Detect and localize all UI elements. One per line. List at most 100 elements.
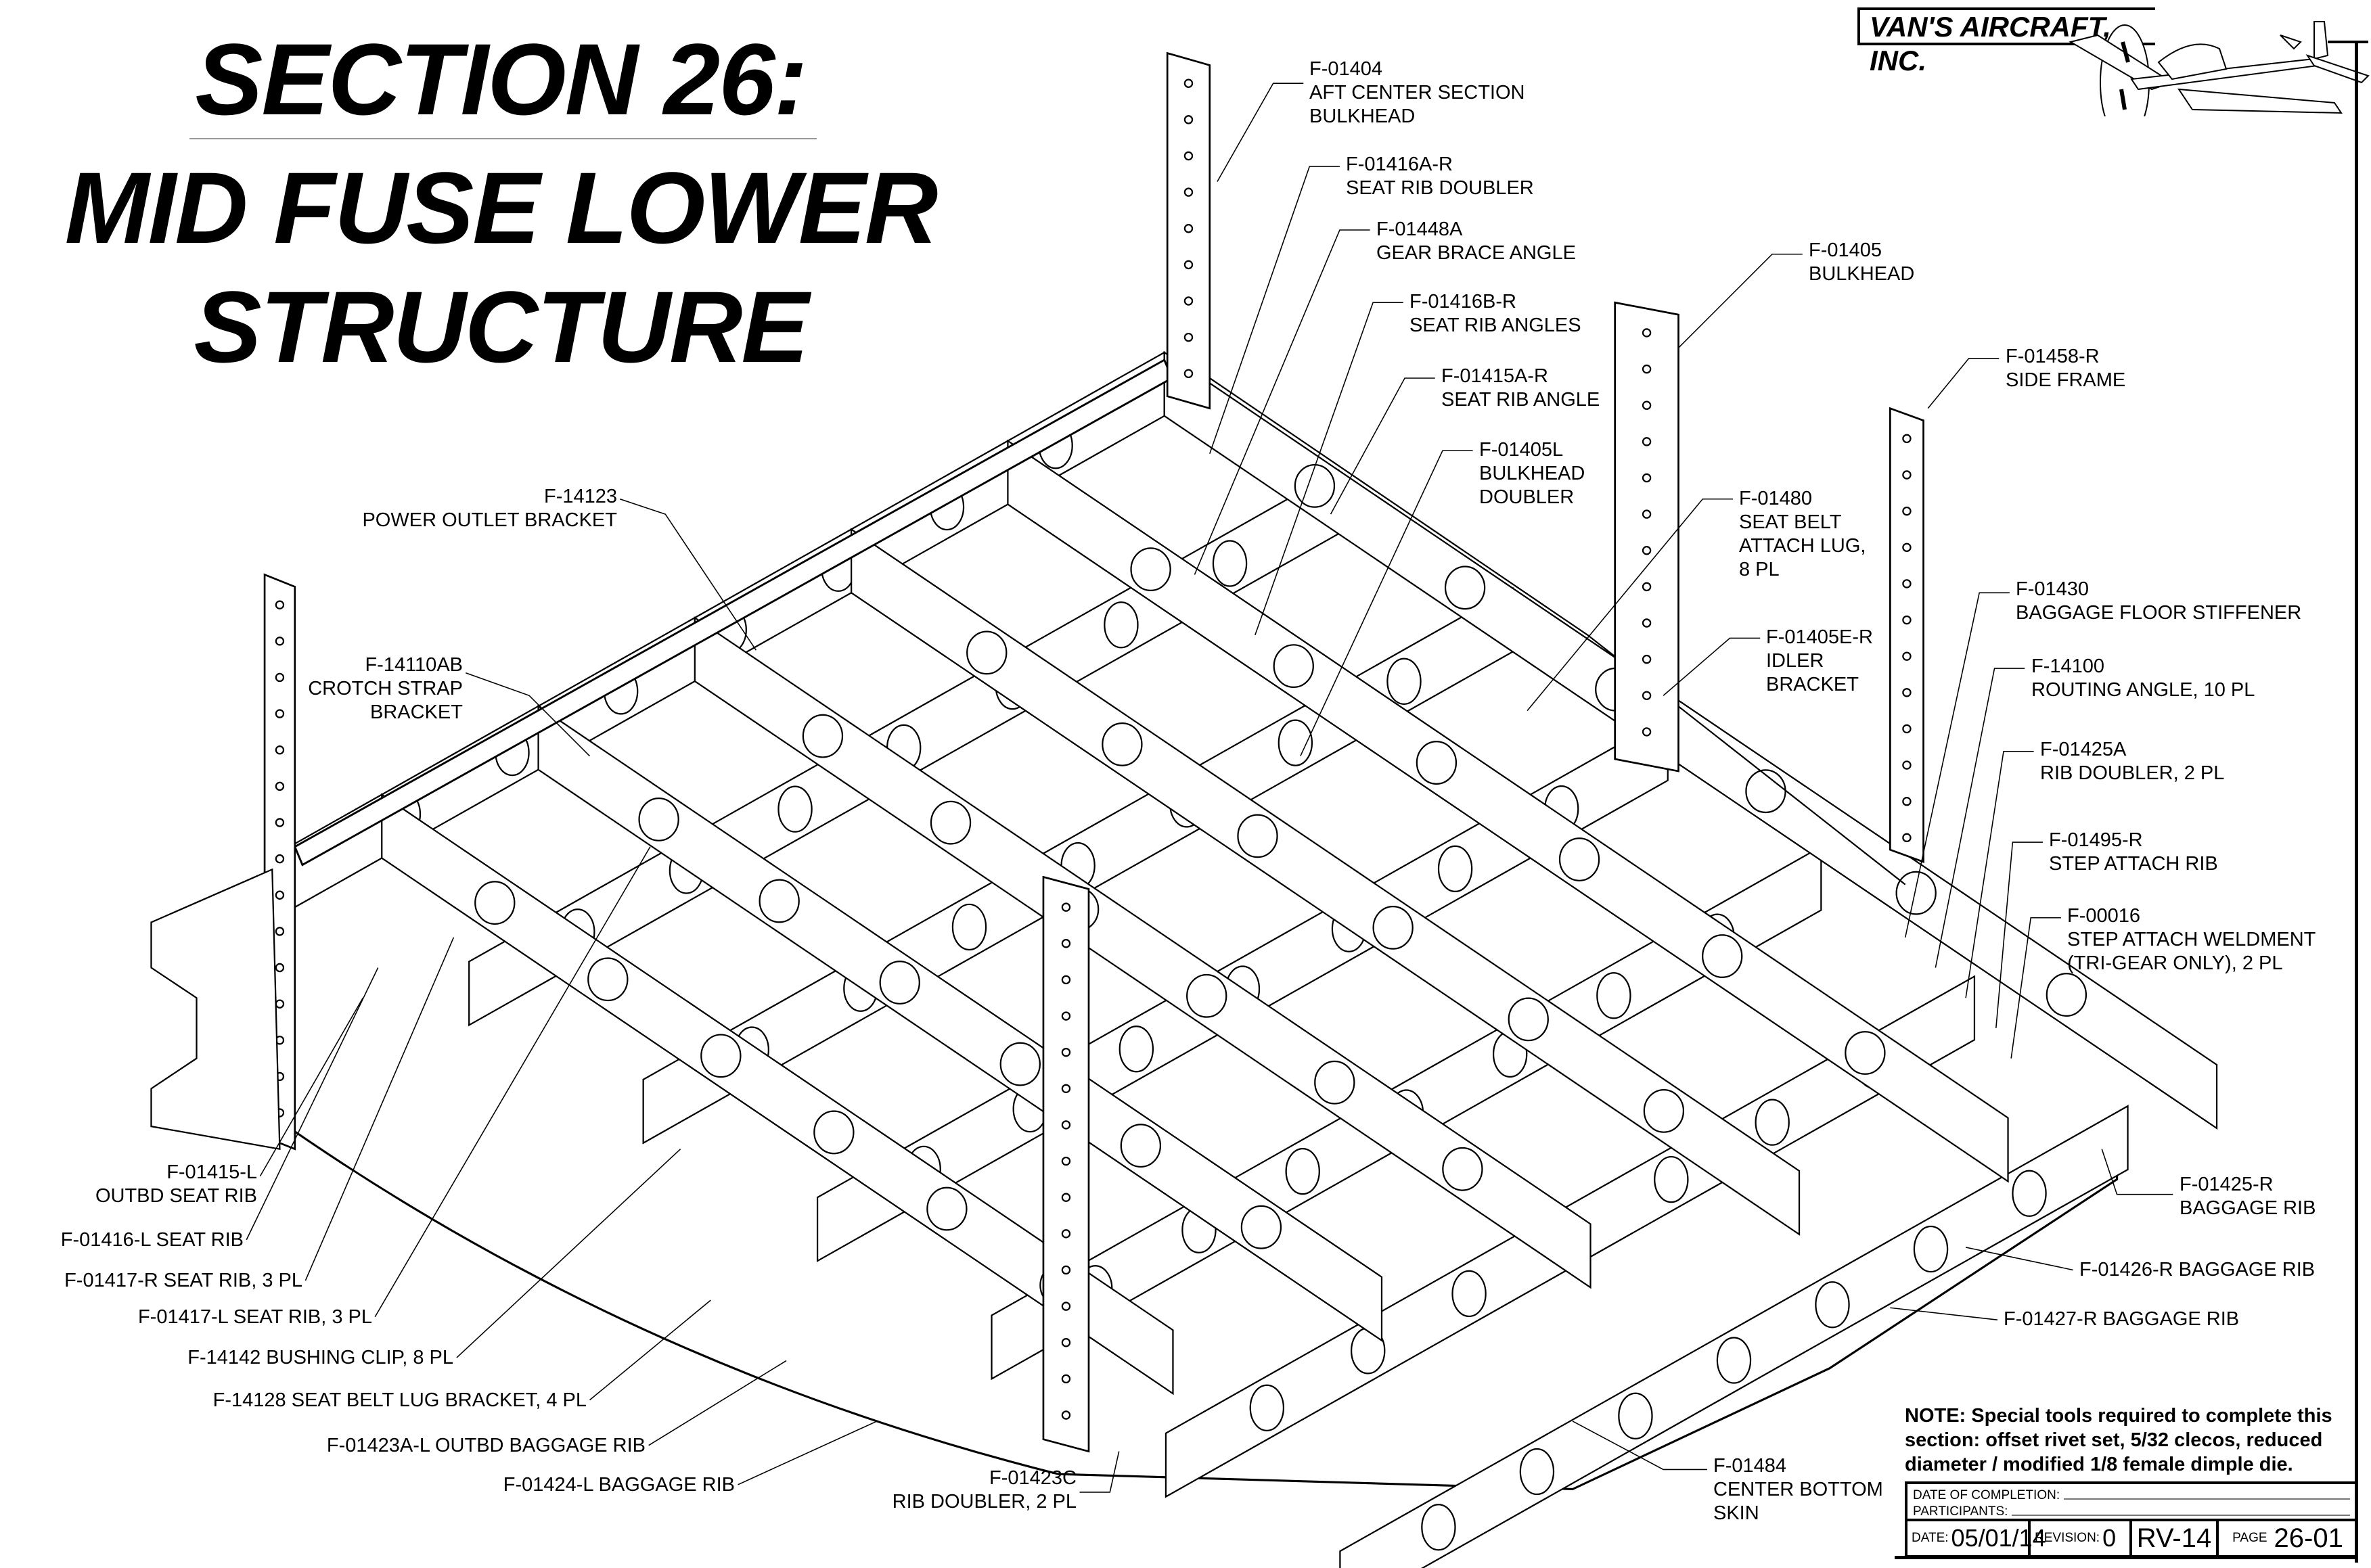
lightening-hole	[1273, 644, 1314, 689]
callout-line: SEAT RIB ANGLE	[1441, 389, 1600, 411]
callout-line: F-01405	[1809, 239, 1882, 261]
title-line-1: SECTION 26:	[195, 22, 807, 136]
callout-line: RIB DOUBLER, 2 PL	[892, 1491, 1077, 1513]
callout-line: CENTER BOTTOM	[1713, 1479, 1883, 1500]
callout-line: F-01425-R	[2180, 1174, 2274, 1195]
lightening-hole	[1442, 1147, 1483, 1191]
post-hole	[1183, 224, 1194, 233]
post-hole	[1642, 437, 1652, 446]
callout-line: 8 PL	[1739, 559, 1780, 580]
lightening-hole	[1845, 1031, 1886, 1075]
callout-line: SKIN	[1713, 1502, 1759, 1524]
note-line: NOTE: Special tools required to complete…	[1905, 1405, 2332, 1427]
lightening-hole	[474, 881, 516, 925]
callout-f01417l: F-01417-L SEAT RIB, 3 PL	[138, 1306, 372, 1329]
post-hole	[1642, 364, 1652, 374]
callout-line: F-01404	[1309, 58, 1383, 80]
post-hole	[1902, 833, 1912, 843]
callout-line: STEP ATTACH RIB	[2049, 853, 2218, 875]
callout-line: F-01405E-R	[1766, 626, 1873, 648]
lightening-hole	[1519, 1448, 1555, 1496]
fuselage-structure	[150, 51, 2218, 1568]
post-hole	[1061, 1011, 1071, 1021]
callout-line: AFT CENTER SECTION	[1309, 82, 1525, 103]
title-line-2: MID FUSE LOWER	[64, 151, 939, 264]
participants-field	[2012, 1515, 2350, 1516]
lightening-hole	[777, 785, 813, 833]
lightening-hole	[1451, 1270, 1487, 1318]
callout-line: F-01405L	[1479, 439, 1564, 461]
post-hole	[1642, 727, 1652, 737]
lightening-hole	[1643, 1088, 1685, 1133]
callout-f01417r: F-01417-R SEAT RIB, 3 PL	[64, 1269, 302, 1293]
post-hole	[1183, 332, 1194, 342]
post-hole	[1902, 543, 1912, 552]
post-hole	[275, 709, 285, 718]
callout-line: BAGGAGE RIB	[2180, 1197, 2316, 1219]
title-block: DATE OF COMPLETION: PARTICIPANTS: DATE:0…	[1905, 1481, 2357, 1558]
note-line: diameter / modified 1/8 female dimple di…	[1905, 1454, 2293, 1475]
callout-line: F-01416-L SEAT RIB	[60, 1229, 244, 1251]
lightening-hole	[1186, 973, 1227, 1018]
callout-line: BULKHEAD	[1309, 106, 1416, 127]
company-logo: VAN'S AIRCRAFT, INC.	[1857, 7, 2155, 76]
callout-line: ROUTING ANGLE, 10 PL	[2031, 679, 2255, 701]
callout-line: BULKHEAD	[1479, 463, 1585, 484]
lightening-hole	[879, 961, 920, 1005]
post-hole	[275, 781, 285, 791]
post-hole	[275, 890, 285, 900]
lightening-hole	[1212, 540, 1248, 587]
leader-lines	[246, 83, 2173, 1493]
post-hole	[275, 745, 285, 755]
lightening-hole	[1815, 1281, 1850, 1329]
lightening-hole	[1314, 1060, 1355, 1105]
post-hole	[1902, 796, 1912, 806]
lightening-hole	[1416, 741, 1458, 785]
participants-label: PARTICIPANTS:	[1913, 1504, 2008, 1519]
post-hole	[1061, 975, 1071, 985]
callout-line: BAGGAGE FLOOR STIFFENER	[2016, 602, 2302, 624]
post-hole	[1902, 579, 1912, 589]
callout-line: F-01480	[1739, 488, 1813, 509]
callout-line: F-01495-R	[2049, 829, 2143, 851]
callout-line: F-14128 SEAT BELT LUG BRACKET, 4 PL	[212, 1389, 587, 1411]
date-value: 05/01/14	[1951, 1524, 2046, 1552]
callout-line: F-14142 BUSHING CLIP, 8 PL	[187, 1347, 453, 1368]
post-hole	[1642, 618, 1652, 628]
lightening-hole	[1285, 1147, 1320, 1195]
page-number: 26-01	[2274, 1523, 2343, 1553]
lightening-hole	[1558, 837, 1600, 881]
post-hole	[1061, 902, 1071, 912]
callout-line: GEAR BRACE ANGLE	[1376, 242, 1576, 264]
lightening-hole	[966, 630, 1008, 675]
airplane-icon	[2069, 21, 2370, 116]
lightening-hole	[1386, 658, 1422, 705]
lightening-hole	[1444, 566, 1486, 610]
vertical-post	[1614, 301, 1679, 773]
post-hole	[1061, 1156, 1071, 1166]
callout-line: F-01484	[1713, 1455, 1787, 1477]
post-hole	[275, 600, 285, 609]
post-hole	[1061, 1374, 1071, 1384]
lightening-hole	[2012, 1170, 2047, 1217]
callout-line: ATTACH LUG,	[1739, 535, 1866, 557]
callout-line: SIDE FRAME	[2006, 369, 2126, 391]
lightening-hole	[587, 957, 629, 1002]
post-hole	[1183, 369, 1194, 378]
lightening-hole	[1596, 972, 1631, 1019]
post-hole	[1061, 1338, 1071, 1347]
post-hole	[1061, 1301, 1071, 1311]
callout-line: SEAT RIB DOUBLER	[1346, 177, 1534, 199]
post-hole	[275, 927, 285, 936]
aft-bulkhead-edge	[1209, 377, 1906, 885]
callout-line: CROTCH STRAP	[308, 678, 463, 699]
callout-line: F-01448A	[1376, 218, 1463, 240]
lightening-hole	[2046, 973, 2087, 1017]
